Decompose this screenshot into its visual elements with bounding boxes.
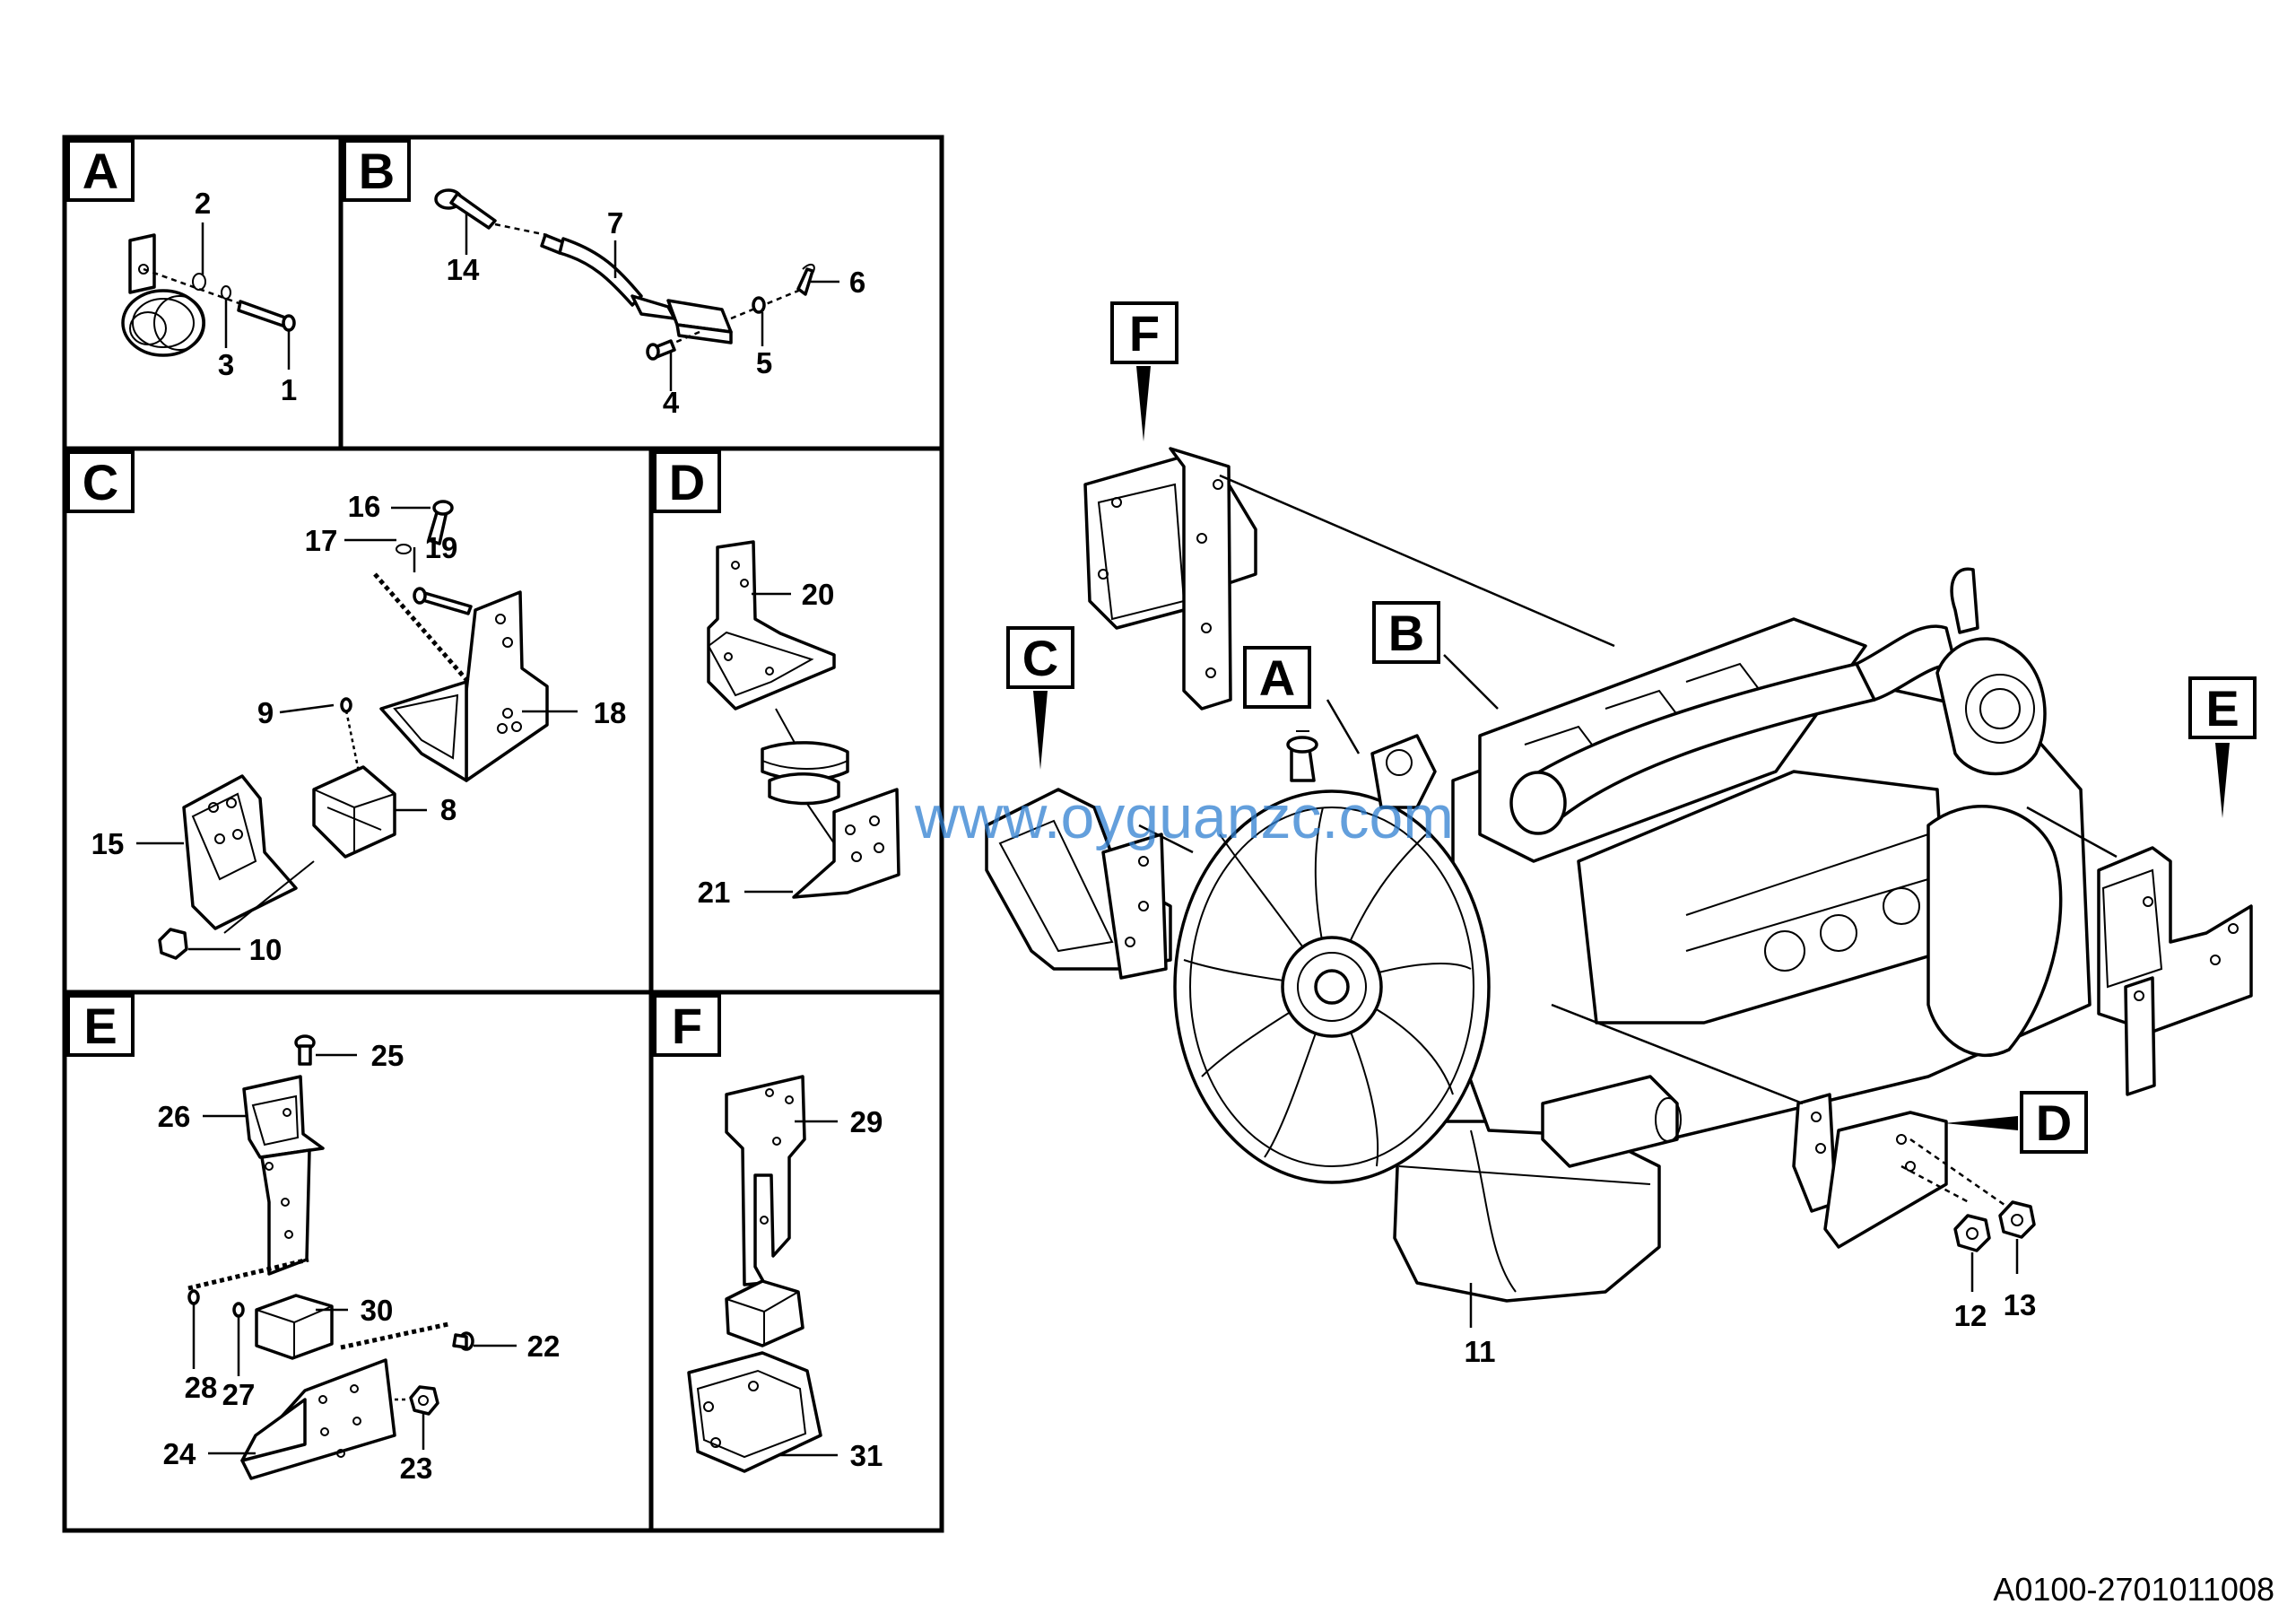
svg-text:B: B [359, 143, 395, 199]
panel-grid [62, 135, 944, 1533]
label-1: 1 [281, 373, 297, 406]
label-6: 6 [849, 266, 865, 299]
panel-c-leaders [136, 506, 578, 951]
svg-text:E: E [2205, 680, 2239, 737]
watermark: www.oyguanzc.com [914, 783, 1454, 851]
label-3: 3 [218, 348, 234, 381]
document-id: A0100-2701011008 [1993, 1571, 2274, 1608]
panel-c-drawing [158, 500, 549, 960]
label-31: 31 [850, 1439, 883, 1472]
label-17: 17 [305, 524, 338, 557]
main-letter-F: F [1110, 301, 1178, 364]
label-13: 13 [2004, 1288, 2037, 1321]
main-bracket-F [1083, 447, 1257, 711]
svg-text:D: D [669, 454, 705, 510]
panel-label-E: E [66, 994, 135, 1057]
label-4: 4 [663, 386, 680, 419]
panel-b-leaders [465, 212, 839, 391]
label-15: 15 [91, 827, 125, 860]
main-bracket-E [2097, 846, 2253, 1096]
main-bracket-D [1792, 1093, 2014, 1249]
label-12: 12 [1954, 1299, 1987, 1332]
label-27: 27 [222, 1378, 256, 1411]
panel-d-leaders [744, 592, 793, 894]
main-letter-D: D [2020, 1091, 2088, 1154]
label-11: 11 [1465, 1335, 1496, 1368]
panel-b-drawing [434, 188, 815, 361]
label-21: 21 [698, 876, 731, 909]
panel-a-leaders [201, 222, 291, 370]
main-nut-13 [1998, 1200, 2036, 1239]
label-25: 25 [371, 1039, 404, 1072]
svg-text:C: C [83, 454, 118, 510]
label-26: 26 [158, 1100, 191, 1133]
main-leaders [1138, 474, 2118, 1328]
label-10: 10 [249, 933, 283, 966]
panel-label-A: A [66, 139, 135, 202]
label-7: 7 [607, 206, 623, 240]
panel-e-drawing [187, 1034, 474, 1480]
label-20: 20 [802, 578, 835, 611]
label-16: 16 [348, 490, 381, 523]
panel-label-C: C [66, 450, 135, 513]
label-23: 23 [400, 1452, 433, 1485]
main-letter-B: B [1372, 601, 1440, 664]
main-letter-A: A [1243, 646, 1311, 709]
panel-label-D: D [653, 450, 721, 513]
panel-label-F: F [653, 994, 721, 1057]
label-30: 30 [361, 1294, 394, 1327]
panel-a-drawing [121, 233, 296, 357]
main-arrows [1033, 366, 2230, 1130]
main-letter-E: E [2188, 676, 2257, 739]
main-nut-12 [1953, 1214, 1991, 1252]
svg-text:B: B [1388, 605, 1424, 661]
svg-text:F: F [1129, 305, 1160, 362]
label-5: 5 [756, 346, 772, 379]
label-2: 2 [195, 187, 211, 220]
label-29: 29 [850, 1105, 883, 1138]
svg-text:D: D [2036, 1094, 2072, 1151]
panel-e-leaders [192, 1053, 517, 1455]
label-8: 8 [440, 793, 457, 826]
panel-d-drawing [707, 540, 900, 899]
label-19: 19 [425, 531, 458, 564]
panel-f-leaders [778, 1120, 838, 1457]
label-18: 18 [594, 696, 627, 729]
svg-text:C: C [1022, 630, 1058, 686]
label-24: 24 [163, 1437, 196, 1470]
label-28: 28 [185, 1371, 218, 1404]
label-22: 22 [527, 1330, 561, 1363]
panel-label-B: B [343, 139, 411, 202]
engine-drawing [1173, 567, 2092, 1303]
svg-text:A: A [1259, 650, 1295, 706]
panel-f-drawing [687, 1075, 822, 1473]
label-9: 9 [257, 696, 274, 729]
main-letter-C: C [1006, 626, 1074, 689]
svg-text:F: F [672, 998, 702, 1054]
main-bracket-C [985, 788, 1172, 980]
svg-text:A: A [83, 143, 118, 199]
svg-text:E: E [83, 998, 117, 1054]
label-14: 14 [447, 253, 480, 286]
